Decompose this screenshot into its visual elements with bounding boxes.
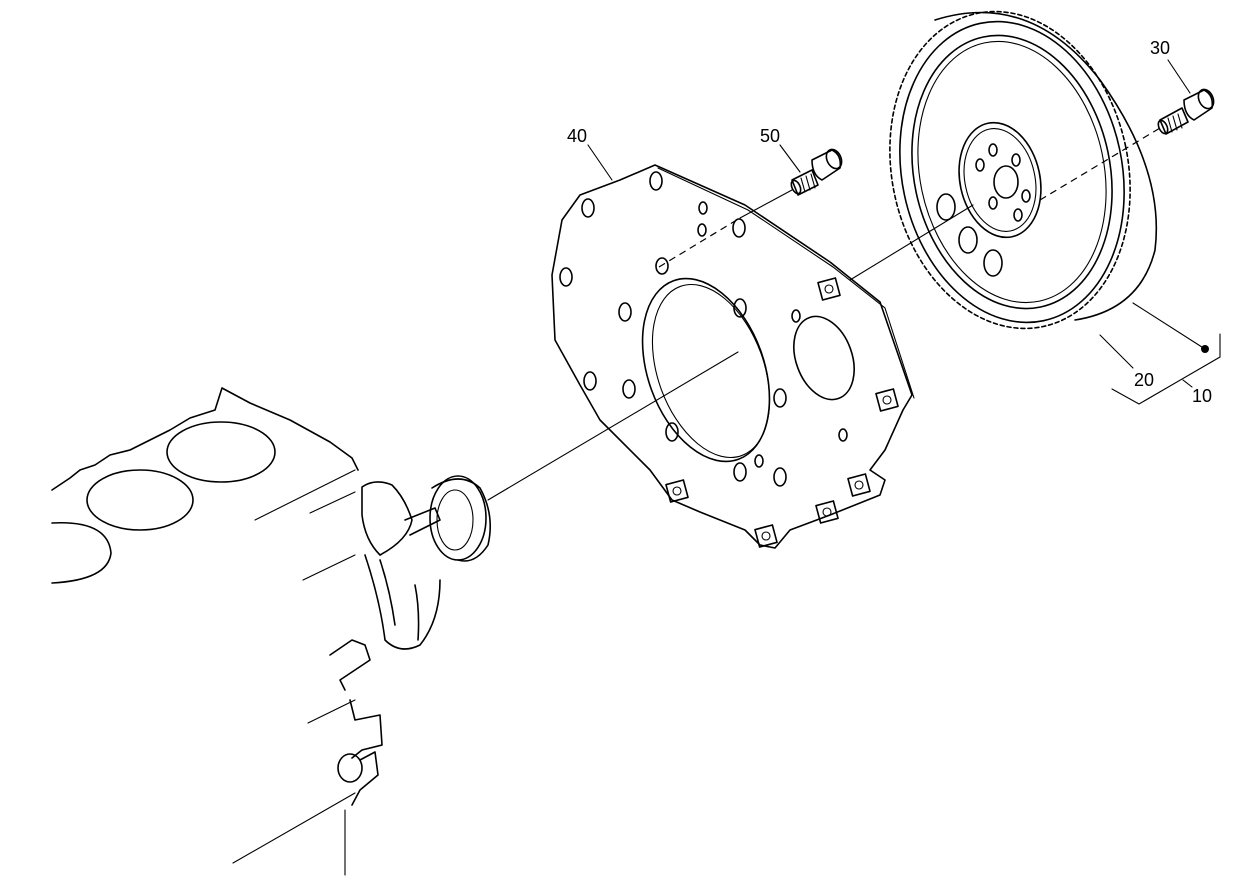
rear-end-plate — [551, 164, 915, 549]
callout-10: 10 — [1192, 386, 1212, 406]
callout-leaders — [587, 59, 1221, 405]
bolt-50-axis — [658, 217, 741, 268]
engine-block — [51, 387, 383, 876]
bolt-30-axis — [1039, 127, 1161, 201]
callout-20: 20 — [1134, 370, 1154, 390]
callout-40: 40 — [567, 126, 587, 146]
weld-nut-icon — [754, 524, 778, 548]
weld-nut-icon — [665, 479, 689, 503]
weld-nut-icon — [817, 277, 841, 301]
weld-nut-icon — [875, 388, 899, 412]
weld-nut-icon — [847, 473, 871, 497]
callout-30: 30 — [1150, 38, 1170, 58]
plate-bolt-50 — [790, 148, 843, 196]
callout-dot-icon — [1201, 345, 1209, 353]
crankshaft — [361, 475, 491, 650]
center-axis-line-1 — [487, 351, 739, 501]
flywheel — [889, 10, 1158, 330]
flywheel-bolt-30 — [1157, 88, 1215, 135]
callout-50: 50 — [760, 126, 780, 146]
weld-nut-icon — [815, 500, 839, 524]
